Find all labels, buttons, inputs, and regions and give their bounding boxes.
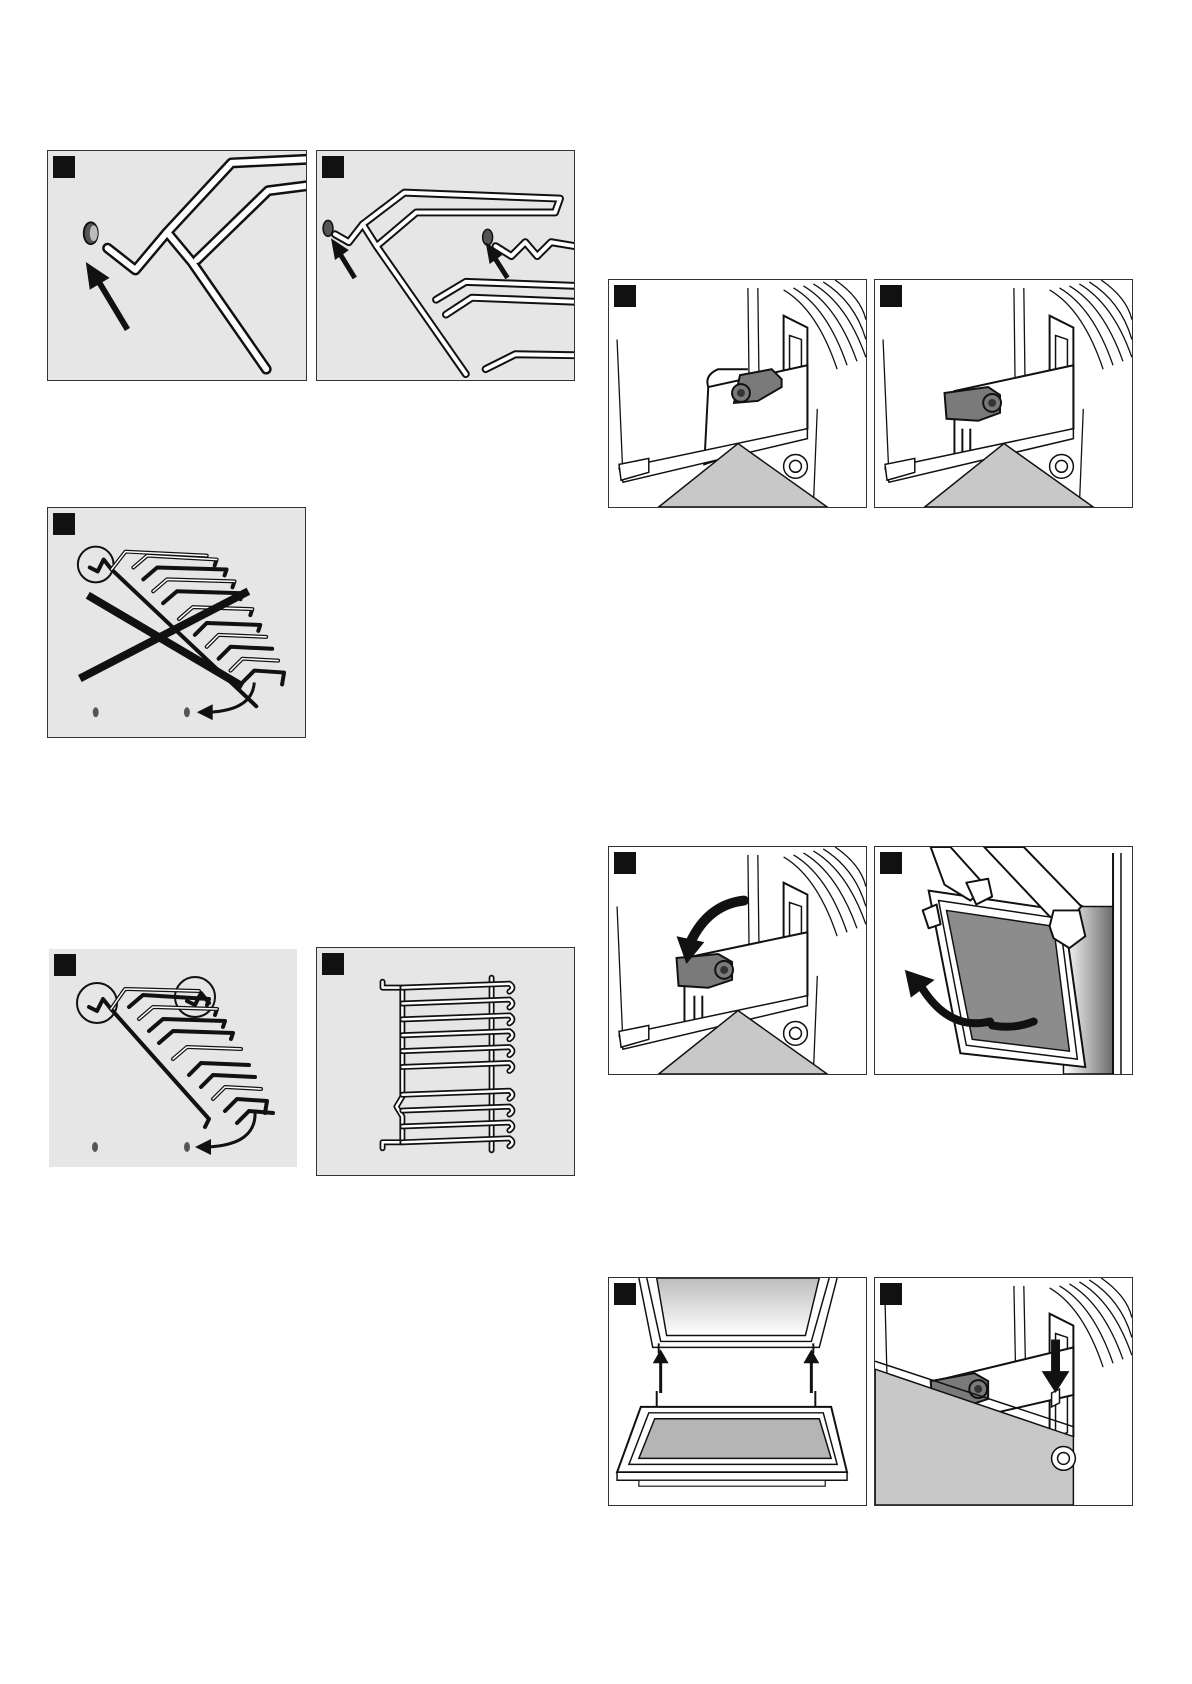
arrow-icon — [803, 1349, 819, 1393]
figure-door-remove — [874, 846, 1133, 1075]
step-marker — [614, 852, 636, 874]
step-marker — [880, 852, 902, 874]
figure-rail-wrong — [47, 507, 306, 738]
screw-icon — [784, 1021, 808, 1045]
arrow-icon — [86, 262, 128, 329]
figure-hinge-lock — [874, 1277, 1133, 1506]
rail-attach-illustration — [317, 151, 574, 380]
step-marker — [614, 1283, 636, 1305]
hinge-closed-illustration — [609, 280, 866, 507]
figure-rail-attach — [316, 150, 575, 381]
hinge-fold-illustration — [609, 847, 866, 1074]
screw-icon — [784, 454, 808, 478]
incorrect-rail-illustration — [48, 508, 305, 737]
figure-hinge-open — [874, 279, 1133, 508]
correct-rail-illustration — [49, 949, 297, 1167]
figure-hinge-fold — [608, 846, 867, 1075]
figure-rail-right — [49, 949, 297, 1167]
step-marker — [614, 285, 636, 307]
hinge-lock-illustration — [875, 1278, 1132, 1505]
step-marker — [322, 156, 344, 178]
hinge-lever — [945, 387, 1002, 421]
figure-hinge-closed — [608, 279, 867, 508]
step-marker — [880, 285, 902, 307]
screw-icon — [1050, 454, 1074, 478]
step-marker — [53, 156, 75, 178]
figure-hook-insertion — [47, 150, 307, 381]
hinge-open-illustration — [875, 280, 1132, 507]
curved-arrow-icon — [195, 1111, 255, 1155]
rail-hook-illustration — [48, 151, 306, 380]
step-marker — [322, 953, 344, 975]
rail-front-illustration — [317, 948, 574, 1175]
step-marker — [54, 954, 76, 976]
figure-rail-front — [316, 947, 575, 1176]
step-marker — [880, 1283, 902, 1305]
door-remove-illustration — [875, 847, 1132, 1074]
figure-door-refit — [608, 1277, 867, 1506]
screw-icon — [1052, 1447, 1076, 1471]
arrow-icon — [653, 1349, 669, 1393]
curved-arrow-icon — [197, 682, 254, 720]
step-marker — [53, 513, 75, 535]
door-refit-illustration — [609, 1278, 866, 1505]
